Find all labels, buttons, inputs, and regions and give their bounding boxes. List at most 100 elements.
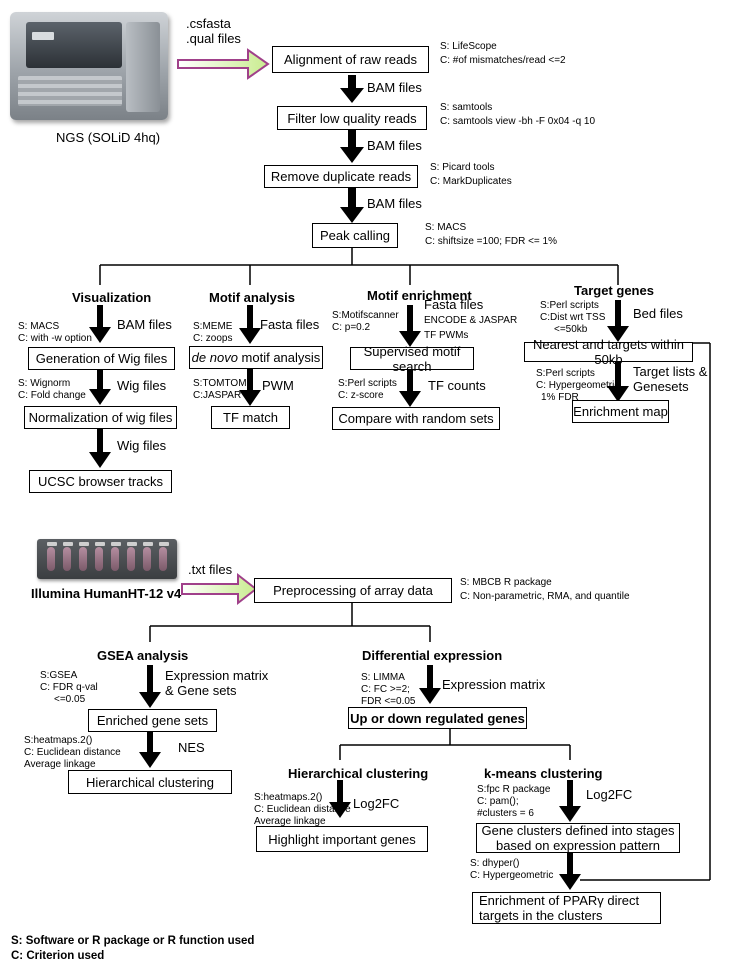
target-files-1: Bed files <box>633 306 683 321</box>
arrow-dedup-peak <box>340 187 364 223</box>
wig-generation-box: Generation of Wig files <box>28 347 175 370</box>
kmeans-software-2: S: dhyper() <box>470 858 520 869</box>
arrow-target-1 <box>607 300 629 342</box>
gsea-criterion-1b: <=0.05 <box>54 694 86 705</box>
enrich-criterion-1: C: p=0.2 <box>332 322 371 333</box>
dedup-box: Remove duplicate reads <box>264 165 418 188</box>
kmeans-heading: k-means clustering <box>484 766 603 781</box>
target-criterion-1: C:Dist wrt TSS <box>540 312 606 323</box>
hier-files-1: Log2FC <box>353 796 400 811</box>
vis-files-1: BAM files <box>117 317 172 332</box>
arrow-filter-dedup <box>340 130 364 163</box>
hier-criterion-1: C: Euclidean distance <box>254 804 351 815</box>
diff-software-1: S: LIMMA <box>361 672 405 683</box>
dedup-software: S: Picard tools <box>430 162 495 173</box>
diff-criterion-1: C: FC >=2; <box>361 684 410 695</box>
enriched-gene-sets-box: Enriched gene sets <box>88 709 217 732</box>
alignment-criterion: C: #of mismatches/read <=2 <box>440 55 566 66</box>
enrich-files-1b: ENCODE & JASPAR <box>424 315 518 326</box>
ngs-label: NGS (SOLiD 4hq) <box>56 130 161 145</box>
preprocessing-software: S: MBCB R package <box>460 577 552 588</box>
arrow-motif-2 <box>239 368 261 406</box>
arrow-diff-1 <box>419 665 441 704</box>
gsea-heading: GSEA analysis <box>97 648 189 663</box>
peak-calling-box: Peak calling <box>312 223 398 248</box>
arrow-vis-1 <box>89 305 111 343</box>
up-down-genes-box: Up or down regulated genes <box>348 707 527 729</box>
tf-match-box: TF match <box>211 406 290 429</box>
target-software-2: S:Perl scripts <box>536 368 595 379</box>
filter-box: Filter low quality reads <box>277 106 427 130</box>
legend-software: S: Software or R package or R function u… <box>11 935 255 947</box>
kmeans-criterion-1: C: pam(); <box>477 796 519 807</box>
arrow-enrich-2 <box>399 368 421 407</box>
target-criterion-2b: 1% FDR <box>541 392 579 403</box>
target-software-1: S:Perl scripts <box>540 300 599 311</box>
vis-criterion-2: C: Fold change <box>18 390 86 401</box>
arrow-gsea-2 <box>139 731 161 768</box>
diff-expr-heading: Differential expression <box>362 648 503 663</box>
motif-criterion-1: C: zoops <box>193 333 233 344</box>
hier-clust-heading: Hierarchical clustering <box>288 766 429 781</box>
legend-criterion: C: Criterion used <box>11 950 105 962</box>
hier-software-1: S:heatmaps.2() <box>254 792 323 803</box>
motif-files-2: PWM <box>262 378 294 393</box>
arrow-hier-1 <box>329 780 351 818</box>
gsea-criterion-2b: Average linkage <box>24 759 96 770</box>
arrow-kmeans-2 <box>559 851 581 890</box>
diff-files-1: Expression matrix <box>442 677 546 692</box>
de-novo-motif-box: de novo motif analysis <box>189 346 323 369</box>
preprocessing-box: Preprocessing of array data <box>254 578 452 603</box>
vis-files-2: Wig files <box>117 378 167 393</box>
kmeans-software-1: S:fpc R package <box>477 784 551 795</box>
gene-clusters-line1: Gene clusters defined into stages <box>481 823 675 838</box>
peak-criterion: C: shiftsize =100; FDR <= 1% <box>425 236 558 247</box>
target-criterion-1b: <=50kb <box>554 324 588 335</box>
input-arrow-ngs <box>177 48 270 80</box>
gsea-criterion-1: C: FDR q-val <box>40 682 98 693</box>
wig-normalization-box: Normalization of wig files <box>24 406 177 429</box>
vis-criterion-1: C: with -w option <box>18 333 92 344</box>
target-files-2: Target lists & <box>633 364 708 379</box>
supervised-motif-box: Supervised motif search <box>350 344 474 374</box>
highlight-genes-box: Highlight important genes <box>256 826 428 852</box>
bam-files-1: BAM files <box>367 80 422 95</box>
target-criterion-2: C: Hypergeometric <box>536 380 620 391</box>
input-arrow-array <box>181 572 258 606</box>
vis-software-2: S: Wignorm <box>18 378 71 389</box>
kmeans-files-1: Log2FC <box>586 787 633 802</box>
alignment-box: Alignment of raw reads <box>272 46 429 73</box>
enrich-software-1: S:Motifscanner <box>332 310 399 321</box>
motif-criterion-2: C:JASPAR <box>193 390 242 401</box>
filter-software: S: samtools <box>440 102 493 113</box>
arrow-align-filter <box>340 75 364 103</box>
motif-enrichment-heading: Motif enrichment <box>367 288 472 303</box>
vis-files-3: Wig files <box>117 438 167 453</box>
arrow-motif-1 <box>239 305 261 344</box>
flow-arrows <box>89 75 629 890</box>
arrow-vis-3 <box>89 429 111 468</box>
motif-software-2: S:TOMTOM <box>193 378 247 389</box>
gsea-software-2: S:heatmaps.2() <box>24 735 93 746</box>
ucsc-tracks-box: UCSC browser tracks <box>29 470 172 493</box>
bam-files-2: BAM files <box>367 138 422 153</box>
enrich-files-2: TF counts <box>428 378 486 393</box>
enrich-files-1c: TF PWMs <box>424 330 469 341</box>
diff-criterion-1b: FDR <=0.05 <box>361 696 416 707</box>
motif-analysis-label: motif analysis <box>237 350 321 365</box>
ppar-enrichment-line2: targets in the clusters <box>479 908 603 923</box>
kmeans-criterion-2: C: Hypergeometric <box>470 870 554 881</box>
gene-clusters-line2: based on expression pattern <box>495 838 661 853</box>
motif-files-1: Fasta files <box>260 317 320 332</box>
alignment-software: S: LifeScope <box>440 41 497 52</box>
arrow-kmeans-1 <box>559 780 581 822</box>
peak-software: S: MACS <box>425 222 467 233</box>
nearest-targets-box: Nearest and targets within 50kb <box>524 337 693 367</box>
array-files: .txt files <box>188 562 233 577</box>
arrow-gsea-1 <box>139 665 161 708</box>
target-genes-heading: Target genes <box>574 283 654 298</box>
sequencer-image <box>6 6 174 126</box>
gsea-software-1: S:GSEA <box>40 670 78 681</box>
